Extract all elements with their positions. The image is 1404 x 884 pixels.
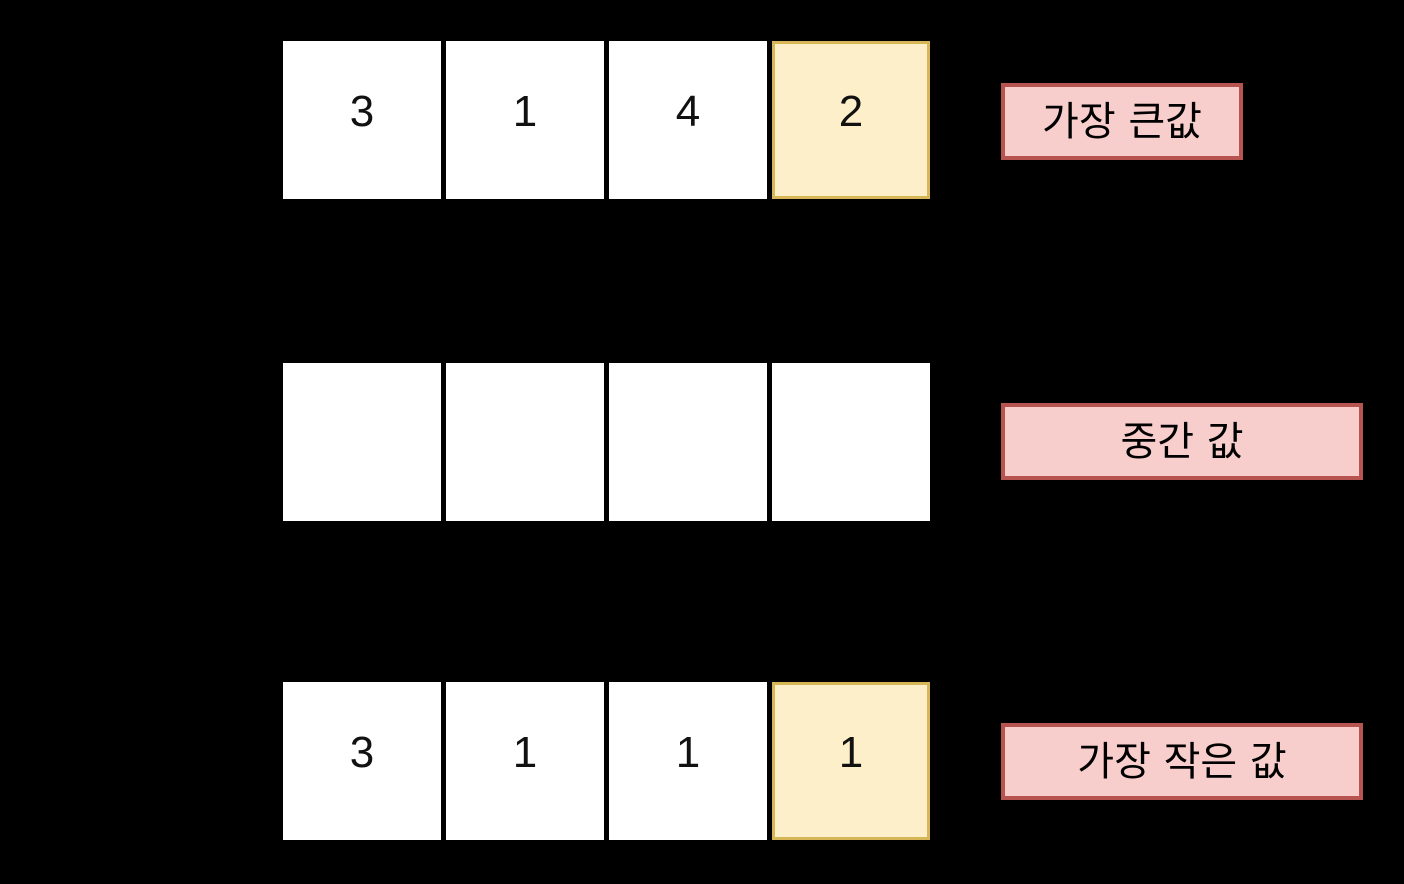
array-cell[interactable] <box>609 363 767 521</box>
array-cell-value: 1 <box>675 728 701 777</box>
array-cell[interactable]: 4 <box>609 41 767 199</box>
array-row-middle <box>283 363 930 521</box>
array-cell[interactable] <box>446 363 604 521</box>
array-row-largest: 3 1 4 2 <box>283 41 930 199</box>
array-cell[interactable] <box>283 363 441 521</box>
array-cell-value: 3 <box>349 87 375 136</box>
array-cell[interactable]: 1 <box>446 682 604 840</box>
array-cell[interactable]: 1 <box>446 41 604 199</box>
array-cell[interactable] <box>772 363 930 521</box>
label-smallest-value: 가장 작은 값 <box>1001 723 1363 800</box>
label-middle-value: 중간 값 <box>1001 403 1363 480</box>
label-text: 가장 큰값 <box>1042 98 1202 145</box>
array-cell-highlighted[interactable]: 2 <box>772 41 930 199</box>
array-row-smallest: 3 1 1 1 <box>283 682 930 840</box>
array-cell-value: 1 <box>512 728 538 777</box>
label-largest-value: 가장 큰값 <box>1001 83 1243 160</box>
array-cell-highlighted[interactable]: 1 <box>772 682 930 840</box>
array-cell[interactable]: 3 <box>283 41 441 199</box>
label-text: 중간 값 <box>1120 418 1244 465</box>
array-cell-value: 2 <box>838 87 864 136</box>
array-cell[interactable]: 1 <box>609 682 767 840</box>
array-cell-value: 1 <box>512 87 538 136</box>
array-cell[interactable]: 3 <box>283 682 441 840</box>
array-cell-value: 1 <box>838 728 864 777</box>
label-text: 가장 작은 값 <box>1077 738 1287 785</box>
array-cell-value: 4 <box>675 87 701 136</box>
array-cell-value: 3 <box>349 728 375 777</box>
